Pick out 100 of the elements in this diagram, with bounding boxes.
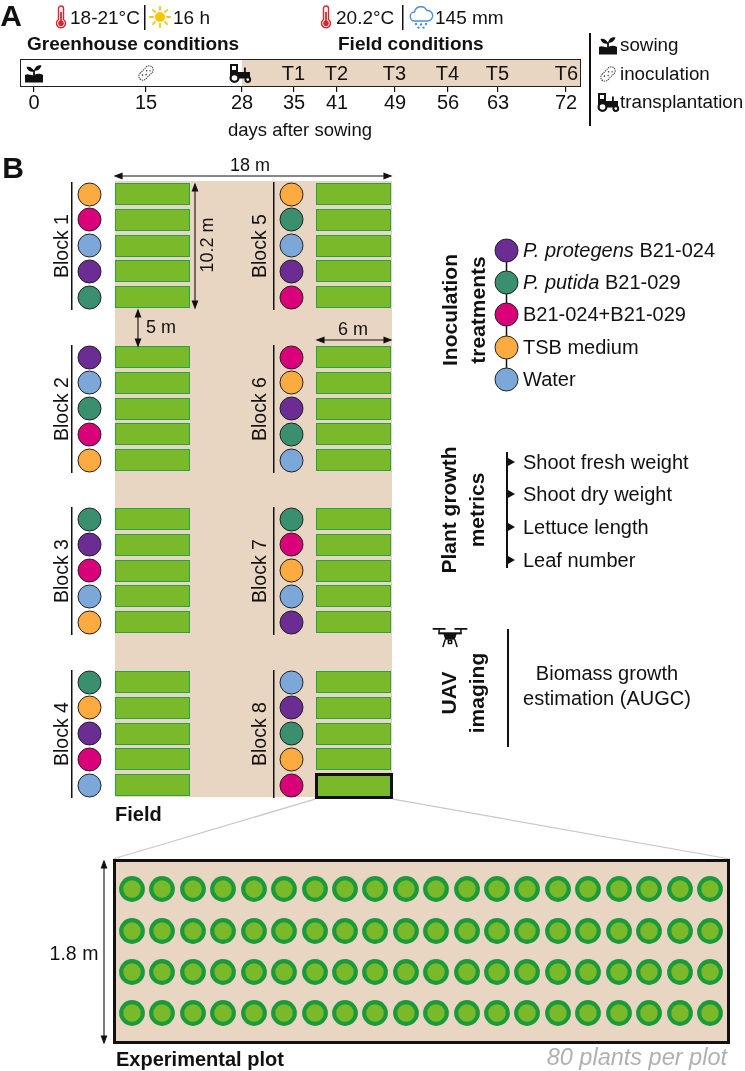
crop-plot xyxy=(316,286,391,309)
temperature-value: 18-21°C xyxy=(70,7,140,29)
axis-tick-label: 35 xyxy=(282,90,306,114)
legend-label: TSB medium xyxy=(523,335,639,359)
crop-plot xyxy=(316,449,391,472)
crop-plot xyxy=(115,611,190,634)
legend-label: P. putida B21-029 xyxy=(523,270,681,294)
legend-label: Water xyxy=(523,367,576,391)
crop-plot xyxy=(115,397,190,420)
axis-tick-label: 15 xyxy=(134,90,158,114)
crop-plot xyxy=(316,397,391,420)
plot-note: 80 plants per plot xyxy=(546,1046,727,1070)
dimension-label: 10.2 m xyxy=(196,217,218,273)
timepoint-label: T5 xyxy=(485,61,510,84)
block-label: Block 7 xyxy=(247,539,271,603)
crop-plot xyxy=(115,371,190,394)
timepoint-label: T3 xyxy=(382,61,407,84)
timeline-bar xyxy=(20,59,581,87)
field-label: Field xyxy=(115,802,162,826)
crop-plot xyxy=(115,722,190,745)
crop-plot xyxy=(316,585,391,608)
metric-label: Shoot fresh weight xyxy=(523,450,689,474)
phase-heading: Field conditions xyxy=(338,33,484,55)
block-label: Block 6 xyxy=(247,377,271,441)
crop-plot xyxy=(316,234,391,257)
axis-title: days after sowing xyxy=(228,119,372,141)
metric-label: Shoot dry weight xyxy=(523,482,672,506)
crop-plot xyxy=(316,559,391,582)
metric-label: Lettuce length xyxy=(523,515,649,539)
crop-plot xyxy=(316,508,391,530)
zoom-line xyxy=(392,798,731,860)
crop-plot xyxy=(316,183,391,205)
legend-heading: Inoculation treatments xyxy=(437,253,490,368)
block-label: Block 1 xyxy=(49,214,73,278)
dimension-label: 1.8 m xyxy=(49,941,99,965)
axis-tick-label: 56 xyxy=(436,90,460,114)
crop-plot xyxy=(316,371,391,394)
legend-label: sowing xyxy=(620,34,679,56)
crop-plot xyxy=(115,774,190,797)
legend-label: P. protegens B21-024 xyxy=(523,238,715,262)
block-label: Block 8 xyxy=(247,702,271,766)
crop-plot xyxy=(115,559,190,582)
axis-tick-label: 41 xyxy=(325,90,349,114)
crop-plot xyxy=(115,423,190,446)
crop-plot xyxy=(316,423,391,446)
crop-plot xyxy=(115,696,190,719)
block-label: Block 5 xyxy=(247,214,271,278)
block-label: Block 3 xyxy=(49,539,73,603)
panel-letter: A xyxy=(0,0,22,34)
method-label: Biomass growth estimation (AUGC) xyxy=(522,661,692,711)
dimension-label: 5 m xyxy=(146,316,176,338)
timepoint-label: T1 xyxy=(281,61,306,84)
field-area xyxy=(115,181,392,797)
crop-plot xyxy=(115,260,190,283)
crop-plot xyxy=(316,611,391,634)
crop-plot xyxy=(115,585,190,608)
timepoint-label: T2 xyxy=(324,61,349,84)
timepoint-label: T4 xyxy=(435,61,460,84)
temperature-value: 20.2°C xyxy=(336,7,395,29)
crop-plot xyxy=(316,696,391,719)
crop-plot xyxy=(115,671,190,693)
legend-label: transplantation xyxy=(620,91,744,113)
crop-plot xyxy=(115,234,190,257)
crop-plot xyxy=(115,508,190,530)
crop-plot xyxy=(115,748,190,771)
crop-plot xyxy=(316,260,391,283)
block-label: Block 2 xyxy=(49,377,73,441)
crop-plot xyxy=(115,346,190,368)
selected-plot xyxy=(315,773,393,800)
crop-plot xyxy=(316,748,391,771)
crop-plot xyxy=(115,183,190,205)
experimental-plot xyxy=(113,859,730,1044)
crop-plot xyxy=(115,208,190,231)
block-label: Block 4 xyxy=(49,702,73,766)
axis-tick-label: 63 xyxy=(486,90,510,114)
panel-letter: B xyxy=(2,150,24,186)
rainfall-value: 145 mm xyxy=(435,7,504,29)
dimension-label: 6 m xyxy=(338,318,368,340)
crop-plot xyxy=(316,208,391,231)
crop-plot xyxy=(115,533,190,556)
plot-caption: Experimental plot xyxy=(116,1047,284,1071)
crop-plot xyxy=(316,671,391,693)
axis-tick-label: 49 xyxy=(383,90,407,114)
legend-label: inoculation xyxy=(620,63,710,85)
crop-plot xyxy=(316,722,391,745)
section-heading: UAV imaging xyxy=(436,652,489,734)
day-length-value: 16 h xyxy=(173,7,210,29)
crop-plot xyxy=(316,533,391,556)
timepoint-label: T6 xyxy=(554,61,579,84)
crop-plot xyxy=(115,449,190,472)
section-heading: Plant growth metrics xyxy=(436,445,489,576)
zoom-line xyxy=(112,798,316,860)
axis-tick-label: 28 xyxy=(230,90,254,114)
legend-label: B21-024+B21-029 xyxy=(523,302,686,326)
crop-plot xyxy=(115,286,190,309)
axis-tick-label: 72 xyxy=(554,90,578,114)
crop-plot xyxy=(316,346,391,368)
phase-heading: Greenhouse conditions xyxy=(27,33,240,55)
metric-label: Leaf number xyxy=(523,548,636,572)
axis-tick-label: 0 xyxy=(28,90,40,114)
